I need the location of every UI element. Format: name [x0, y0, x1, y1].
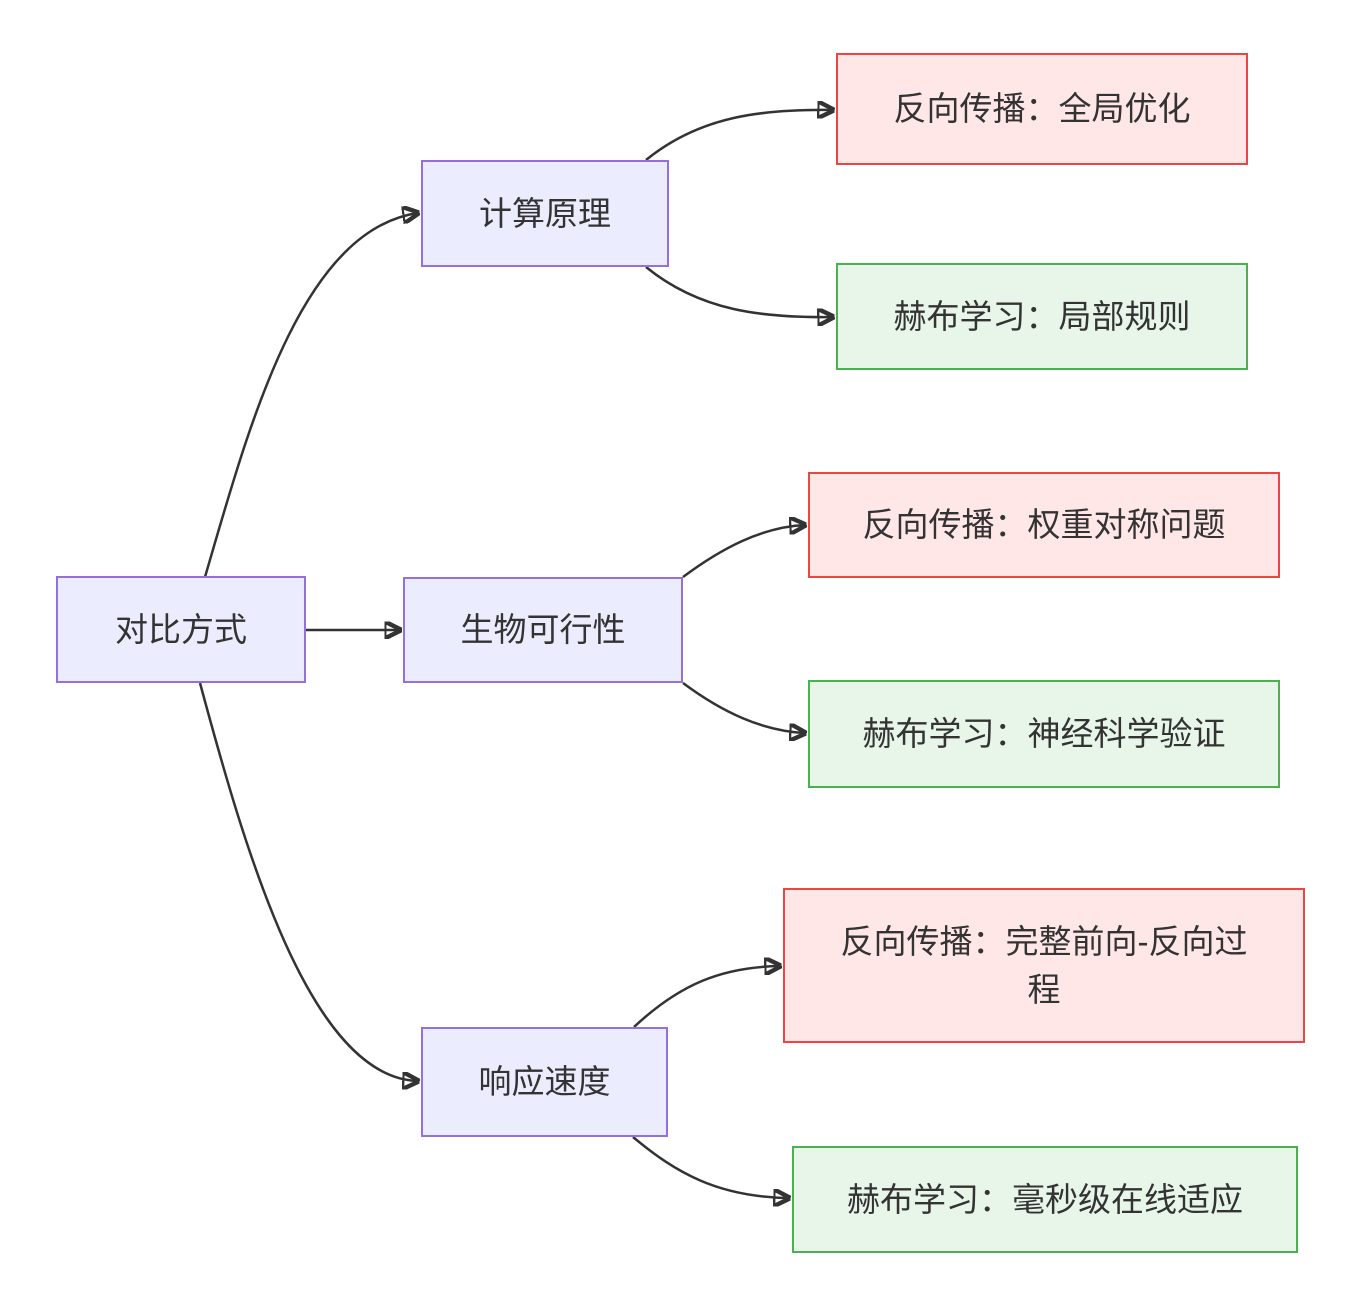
node-backprop-weight-symmetry: 反向传播：权重对称问题 — [808, 472, 1280, 578]
node-computation-principle-label: 计算原理 — [479, 194, 611, 232]
edge-principle-bp — [645, 110, 833, 161]
edge-speed-bp — [633, 966, 780, 1028]
node-backprop-weight-symmetry-label: 反向传播：权重对称问题 — [862, 506, 1226, 544]
node-biological-feasibility: 生物可行性 — [403, 577, 683, 683]
edge-principle-hebb — [645, 266, 833, 317]
node-computation-principle: 计算原理 — [421, 160, 669, 267]
edge-bio-hebb — [682, 681, 805, 733]
node-backprop-global-optimization: 反向传播：全局优化 — [836, 53, 1248, 165]
node-response-speed: 响应速度 — [421, 1027, 668, 1137]
node-response-speed-label: 响应速度 — [478, 1063, 611, 1101]
node-hebbian-neuroscience-validation: 赫布学习：神经科学验证 — [808, 680, 1280, 788]
node-hebbian-millisecond-adaptation: 赫布学习：毫秒级在线适应 — [792, 1146, 1298, 1253]
node-backprop-full-forward-backward-label: 反向传播：完整前向-反向过程 — [840, 922, 1248, 1008]
node-backprop-global-optimization-label: 反向传播：全局优化 — [893, 90, 1191, 128]
node-biological-feasibility-label: 生物可行性 — [460, 611, 626, 649]
node-comparison-root: 对比方式 — [56, 576, 306, 683]
edge-speed-hebb — [632, 1136, 789, 1198]
node-comparison-root-label: 对比方式 — [115, 610, 247, 648]
node-hebbian-millisecond-adaptation-label: 赫布学习：毫秒级在线适应 — [847, 1180, 1243, 1218]
edge-bio-bp — [682, 525, 805, 579]
edge-root-speed — [198, 682, 418, 1081]
edge-root-principle — [203, 213, 418, 578]
node-hebbian-local-rule: 赫布学习：局部规则 — [836, 263, 1248, 370]
node-hebbian-neuroscience-validation-label: 赫布学习：神经科学验证 — [862, 715, 1226, 753]
node-hebbian-local-rule-label: 赫布学习：局部规则 — [893, 297, 1191, 335]
node-backprop-full-forward-backward: 反向传播：完整前向-反向过程 — [783, 888, 1305, 1043]
